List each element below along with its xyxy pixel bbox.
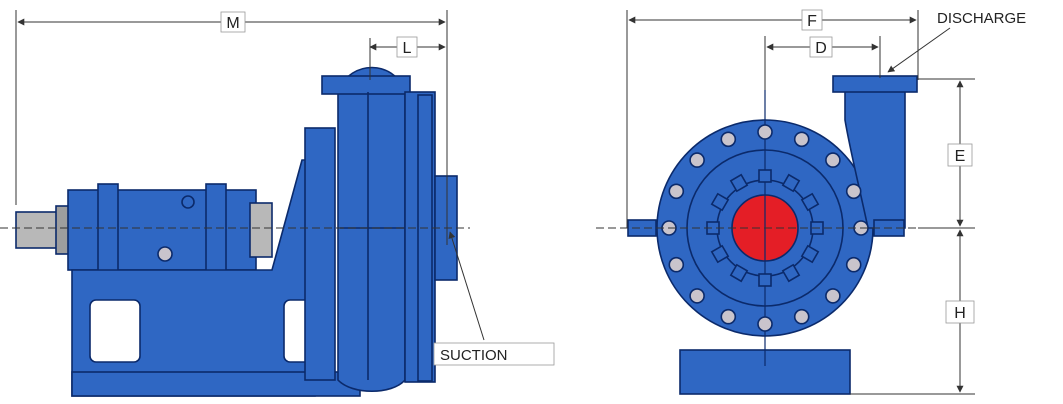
frame-plate bbox=[304, 127, 336, 381]
flange-bolt-ring bbox=[661, 124, 869, 332]
flange-bolt bbox=[793, 308, 810, 325]
volute-casing bbox=[337, 66, 406, 392]
flange-bolt bbox=[720, 308, 737, 325]
dimension-labels: M L F D E H DISCHARGE SUCTION bbox=[220, 9, 1026, 366]
hub-tooth bbox=[781, 173, 801, 193]
discharge-flange bbox=[832, 75, 918, 93]
suction-leader bbox=[448, 231, 485, 341]
flange-bolt bbox=[668, 256, 685, 273]
flange-bolt bbox=[845, 183, 862, 200]
hub-tooth bbox=[800, 244, 820, 264]
discharge-flange-side bbox=[321, 75, 411, 95]
frame-window bbox=[89, 299, 141, 363]
hub-tooth bbox=[758, 273, 772, 287]
flange-bolt bbox=[757, 124, 773, 140]
hub-tooth bbox=[710, 192, 730, 212]
hub-tooth bbox=[781, 263, 801, 283]
label-e: E bbox=[955, 148, 966, 165]
label-d: D bbox=[815, 40, 827, 57]
flange-bolt bbox=[689, 288, 705, 304]
pump-front-view bbox=[627, 75, 918, 395]
pump-side-view bbox=[15, 66, 458, 397]
flange-bolt bbox=[757, 316, 773, 332]
label-suction: SUCTION bbox=[440, 347, 508, 364]
hub-tooth bbox=[800, 192, 820, 212]
flange-bolt bbox=[668, 183, 685, 200]
grease-nipple bbox=[157, 246, 173, 262]
hub-tooth bbox=[710, 244, 730, 264]
hub-tooth bbox=[729, 173, 749, 193]
flange-bolt bbox=[689, 152, 705, 168]
label-f: F bbox=[807, 13, 817, 30]
flange-bolt bbox=[825, 288, 841, 304]
label-l: L bbox=[403, 40, 412, 57]
flange-bolt bbox=[845, 256, 862, 273]
flange-bolt bbox=[825, 152, 841, 168]
flange-bolt bbox=[720, 131, 737, 148]
label-m: M bbox=[226, 15, 239, 32]
hub-tooth bbox=[729, 263, 749, 283]
label-discharge: DISCHARGE bbox=[937, 10, 1026, 27]
label-h: H bbox=[954, 305, 966, 322]
discharge-leader bbox=[887, 27, 951, 73]
flange-bolt bbox=[793, 131, 810, 148]
hub-tooth bbox=[758, 169, 772, 183]
